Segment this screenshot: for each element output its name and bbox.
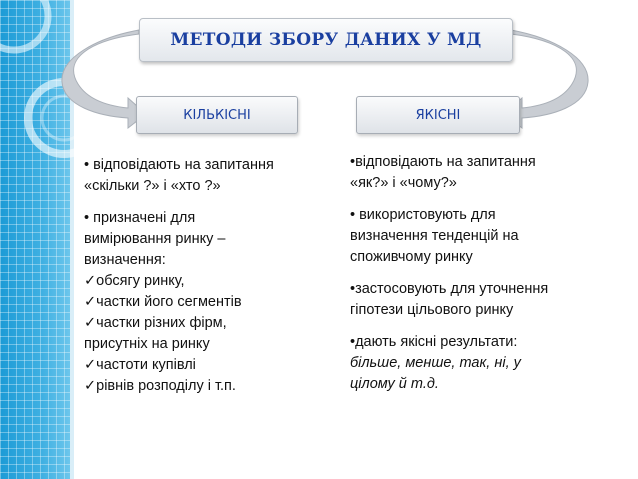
title-text: МЕТОДИ ЗБОРУ ДАНИХ У МД xyxy=(170,30,482,50)
text-line: гіпотези цільового ринку xyxy=(350,302,514,318)
right-paragraph: • використовують для визначення тенденці… xyxy=(350,205,612,268)
right-paragraph: •відповідають на запитання «як?» і «чому… xyxy=(350,152,612,194)
checklist-item: ✓частоти купівлі xyxy=(84,357,196,373)
qualitative-text: •відповідають на запитання «як?» і «чому… xyxy=(350,152,612,406)
text-line: визначення тенденцій на xyxy=(350,228,519,244)
text-line: • використовують для xyxy=(350,207,496,223)
text-line: присутніх на ринку xyxy=(84,336,210,352)
text-line: •відповідають на запитання xyxy=(350,154,536,170)
right-paragraph: •дають якісні результати: більше, менше,… xyxy=(350,332,612,395)
text-line: • призначені для xyxy=(84,210,196,226)
left-paragraph: • відповідають на запитання «скільки ?» … xyxy=(84,155,332,197)
quantitative-header-text: КІЛЬКІСНІ xyxy=(183,107,251,123)
qualitative-header: ЯКІСНІ xyxy=(356,96,520,134)
decor-circle-mid-inner xyxy=(40,94,88,142)
checklist-item: ✓рівнів розподілу і т.п. xyxy=(84,378,236,394)
left-curved-arrow xyxy=(61,29,147,130)
text-line: «як?» і «чому?» xyxy=(350,175,457,191)
qualitative-header-text: ЯКІСНІ xyxy=(415,107,461,123)
left-paragraph: • призначені для вимірювання ринку – виз… xyxy=(84,208,332,397)
quantitative-header: КІЛЬКІСНІ xyxy=(136,96,298,134)
text-line: •дають якісні результати: xyxy=(350,334,518,350)
right-curved-arrow xyxy=(503,29,589,130)
quantitative-text: • відповідають на запитання «скільки ?» … xyxy=(84,155,332,408)
text-line: • відповідають на запитання xyxy=(84,157,274,173)
checklist-item: ✓обсягу ринку, xyxy=(84,273,185,289)
side-band-edge xyxy=(70,0,74,479)
decor-circle-top xyxy=(0,0,52,54)
title-box: МЕТОДИ ЗБОРУ ДАНИХ У МД xyxy=(139,18,513,62)
checklist-item: ✓частки різних фірм, xyxy=(84,315,227,331)
right-paragraph: •застосовують для уточнення гіпотези ціл… xyxy=(350,279,612,321)
text-line: •застосовують для уточнення xyxy=(350,281,549,297)
text-line: «скільки ?» і «хто ?» xyxy=(84,178,221,194)
text-line: визначення: xyxy=(84,252,166,268)
decor-circle-mid xyxy=(24,78,104,158)
text-line: вимірювання ринку – xyxy=(84,231,226,247)
italic-line: цілому й т.д. xyxy=(350,376,439,392)
checklist-item: ✓частки його сегментів xyxy=(84,294,242,310)
italic-line: більше, менше, так, ні, у xyxy=(350,355,521,371)
text-line: споживчому ринку xyxy=(350,249,473,265)
